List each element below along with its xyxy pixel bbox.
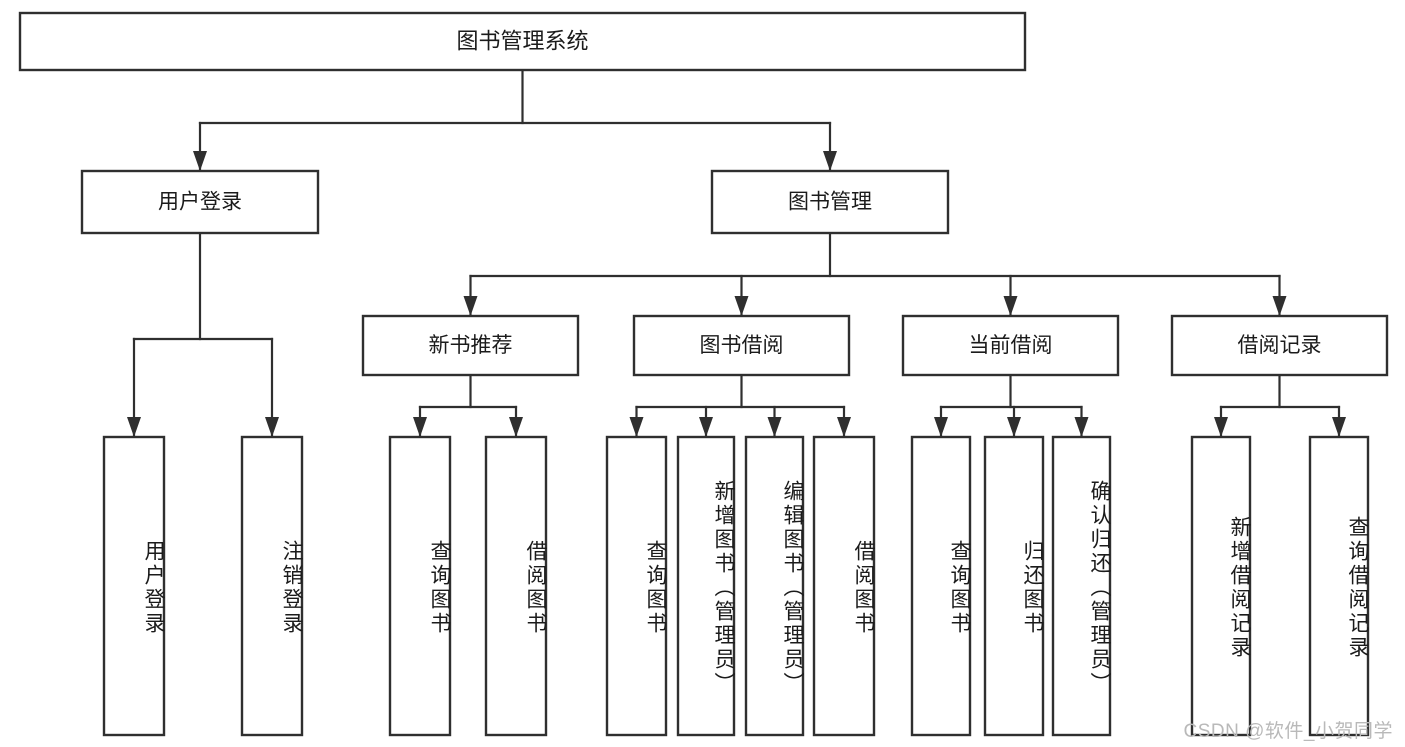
node-book-manage[interactable] bbox=[710, 169, 950, 235]
edge-arrowhead bbox=[463, 296, 478, 316]
edge-arrowhead bbox=[1272, 296, 1287, 316]
node-label-borrow-record: 借阅记录 bbox=[1238, 334, 1322, 357]
node-query-book-2[interactable] bbox=[605, 435, 668, 737]
edge-arrowhead bbox=[127, 417, 141, 437]
node-label-new-book-recommend: 新书推荐 bbox=[429, 334, 513, 357]
node-edit-book-admin[interactable] bbox=[744, 435, 805, 737]
edge-arrowhead bbox=[1074, 417, 1089, 437]
node-box-query-book-3[interactable] bbox=[910, 435, 972, 737]
node-user-login[interactable] bbox=[80, 169, 320, 235]
edge-arrowhead bbox=[629, 417, 644, 437]
edge-arrowhead bbox=[265, 417, 279, 437]
node-box-add-borrow-record[interactable] bbox=[1190, 435, 1252, 737]
node-box-book-manage[interactable] bbox=[710, 169, 950, 235]
node-current-borrow[interactable] bbox=[901, 314, 1120, 377]
node-label-current-borrow: 当前借阅 bbox=[969, 334, 1053, 357]
edge-arrowhead bbox=[193, 151, 207, 171]
node-box-borrow-record[interactable] bbox=[1170, 314, 1389, 377]
node-confirm-return-admin[interactable] bbox=[1051, 435, 1112, 737]
csdn-watermark: CSDN @软件_小贺同学 bbox=[1183, 721, 1393, 742]
node-box-book-borrow[interactable] bbox=[632, 314, 851, 377]
edge-arrowhead bbox=[823, 151, 837, 171]
node-box-confirm-return-admin[interactable] bbox=[1051, 435, 1112, 737]
node-label-user-login: 用户登录 bbox=[158, 191, 242, 214]
edge-arrowhead bbox=[1214, 417, 1228, 437]
node-box-user-login[interactable] bbox=[80, 169, 320, 235]
node-add-book-admin[interactable] bbox=[676, 435, 736, 737]
node-box-query-book-2[interactable] bbox=[605, 435, 668, 737]
node-return-book[interactable] bbox=[983, 435, 1045, 737]
edge-arrowhead bbox=[934, 417, 948, 437]
node-borrow-record[interactable] bbox=[1170, 314, 1389, 377]
node-user-login-leaf[interactable] bbox=[102, 435, 166, 737]
edge-arrowhead bbox=[1332, 417, 1346, 437]
node-box-add-book-admin[interactable] bbox=[676, 435, 736, 737]
node-query-borrow-record[interactable] bbox=[1308, 435, 1370, 737]
node-root[interactable] bbox=[18, 11, 1027, 72]
edge-arrowhead bbox=[734, 296, 749, 316]
node-box-root[interactable] bbox=[18, 11, 1027, 72]
edge-arrowhead bbox=[1003, 296, 1018, 316]
node-box-borrow-book-1[interactable] bbox=[484, 435, 548, 737]
node-box-return-book[interactable] bbox=[983, 435, 1045, 737]
node-query-book-1[interactable] bbox=[388, 435, 452, 737]
node-box-current-borrow[interactable] bbox=[901, 314, 1120, 377]
edge-arrowhead bbox=[837, 417, 851, 437]
edge-arrowhead bbox=[509, 417, 523, 437]
node-book-borrow[interactable] bbox=[632, 314, 851, 377]
edge-arrowhead bbox=[699, 417, 713, 437]
node-box-query-book-1[interactable] bbox=[388, 435, 452, 737]
node-label-root: 图书管理系统 bbox=[456, 28, 588, 53]
node-box-query-borrow-record[interactable] bbox=[1308, 435, 1370, 737]
node-label-book-borrow: 图书借阅 bbox=[700, 334, 784, 357]
node-box-borrow-book-2[interactable] bbox=[812, 435, 876, 737]
edge-arrowhead bbox=[767, 417, 782, 437]
node-box-user-logout-leaf[interactable] bbox=[240, 435, 304, 737]
node-add-borrow-record[interactable] bbox=[1190, 435, 1252, 737]
node-borrow-book-1[interactable] bbox=[484, 435, 548, 737]
node-query-book-3[interactable] bbox=[910, 435, 972, 737]
edge-arrowhead bbox=[1007, 417, 1021, 437]
node-box-user-login-leaf[interactable] bbox=[102, 435, 166, 737]
node-label-book-manage: 图书管理 bbox=[788, 191, 872, 214]
node-new-book-recommend[interactable] bbox=[361, 314, 580, 377]
node-user-logout-leaf[interactable] bbox=[240, 435, 304, 737]
node-box-new-book-recommend[interactable] bbox=[361, 314, 580, 377]
node-box-edit-book-admin[interactable] bbox=[744, 435, 805, 737]
node-borrow-book-2[interactable] bbox=[812, 435, 876, 737]
edge-arrowhead bbox=[413, 417, 427, 437]
